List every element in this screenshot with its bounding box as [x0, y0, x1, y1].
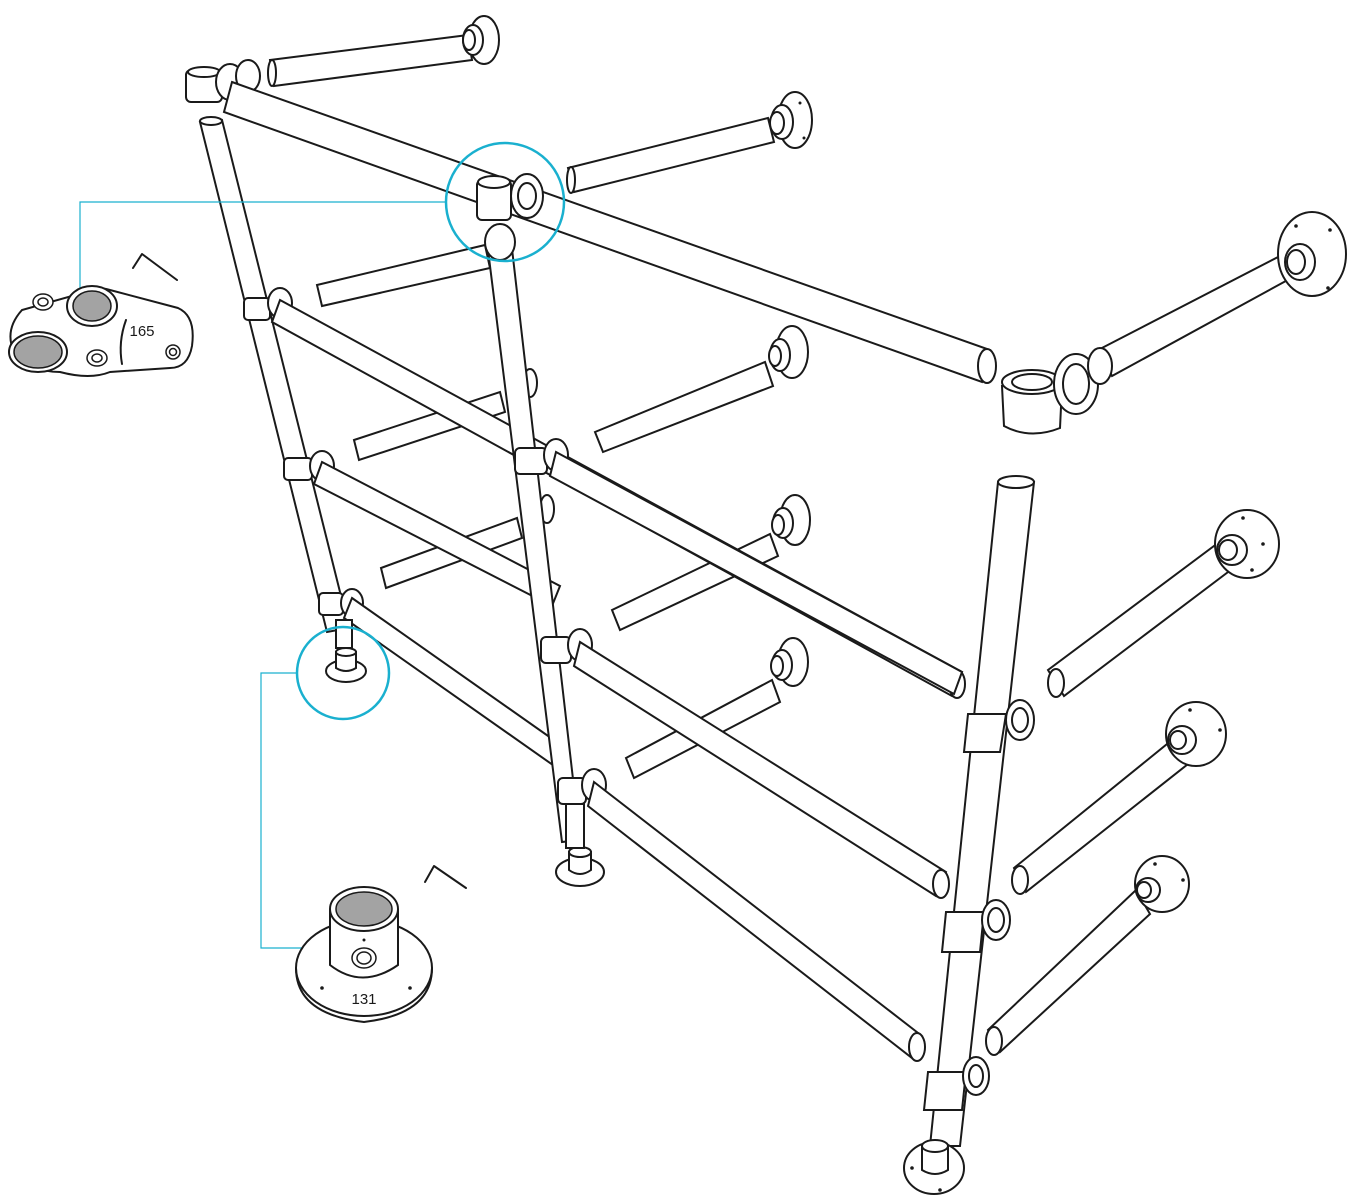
wall-flange: [771, 494, 811, 546]
tube-opening: [335, 891, 393, 927]
wall-flange: [462, 15, 500, 65]
floor-flange: [903, 1139, 965, 1195]
allen-key-icon: [132, 253, 178, 281]
wall-flanges-right: [1134, 211, 1347, 913]
wall-flange: [1277, 211, 1347, 297]
wall-flange: [1134, 855, 1190, 913]
part-number-label: 165: [129, 323, 154, 340]
floor-flange: [555, 846, 605, 887]
part-number-label: 131: [351, 991, 376, 1008]
front-right-upright: [922, 475, 1036, 1147]
tube-opening: [72, 290, 112, 322]
leader-line: [260, 672, 318, 949]
floor-flange: [325, 647, 367, 683]
wall-flange: [770, 637, 809, 687]
callout-165: [79, 141, 566, 290]
leader-line: [79, 201, 446, 290]
wall-flange: [768, 325, 809, 379]
part-131-detail: 131: [295, 886, 433, 1023]
allen-key-icon: [424, 865, 467, 889]
callout-131: [260, 625, 391, 949]
wall-flange: [769, 91, 813, 149]
wall-flange: [1214, 509, 1280, 579]
right-rails: [985, 254, 1309, 1056]
part-165-detail: 165: [8, 285, 194, 377]
tube-opening: [13, 335, 63, 369]
wall-flange: [1165, 701, 1227, 767]
top-long-rail: [222, 80, 992, 384]
left-upright: [198, 116, 364, 634]
floor-flanges: [325, 619, 965, 1195]
level-rails-left: [270, 298, 966, 772]
level-rails-middle: [548, 450, 964, 1062]
top-right-corner-fitting: [1000, 347, 1113, 435]
top-middle-fitting: [476, 173, 544, 261]
